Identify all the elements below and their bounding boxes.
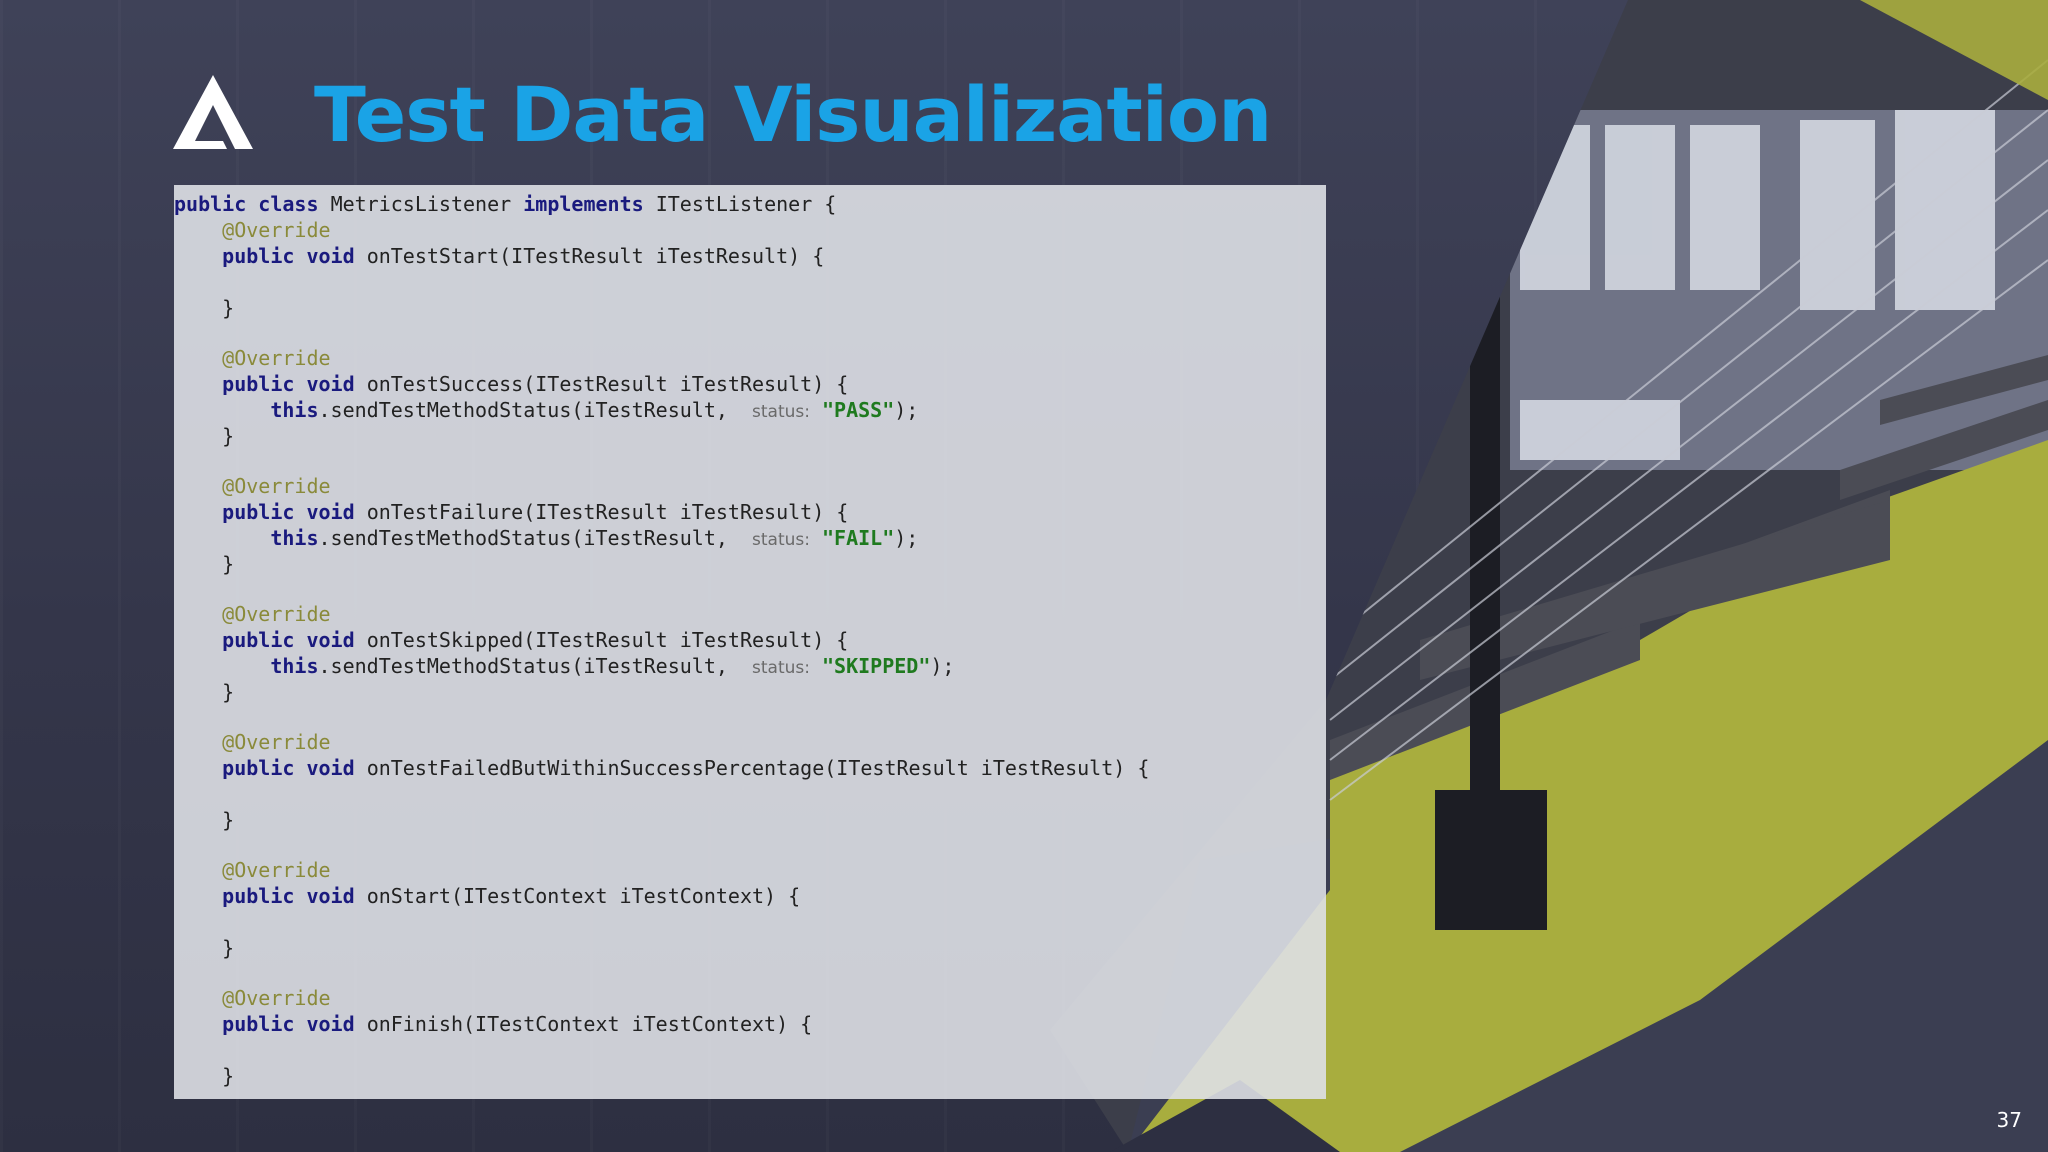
annotation-line: @Override: [222, 602, 331, 626]
annotation-line: @Override: [222, 730, 331, 754]
method-signature-line: public void onTestSkipped(ITestResult iT…: [222, 628, 849, 652]
method-body-line: this.sendTestMethodStatus(iTestResult, s…: [270, 526, 919, 550]
annotation-line: @Override: [222, 986, 331, 1010]
method-body-line: this.sendTestMethodStatus(iTestResult, s…: [270, 398, 919, 422]
method-signature-line: public void onTestSuccess(ITestResult iT…: [222, 372, 849, 396]
closing-brace-line: }: [222, 1064, 235, 1088]
annotation-line: @Override: [222, 858, 331, 882]
closing-brace-line: }: [222, 296, 235, 320]
annotation-line: @Override: [222, 474, 331, 498]
company-logo: [173, 75, 253, 149]
slide-title: Test Data Visualization: [314, 70, 1272, 159]
class-declaration-line: public class MetricsListener implements …: [174, 192, 837, 216]
method-signature-line: public void onTestFailedButWithinSuccess…: [222, 756, 1150, 780]
closing-brace-line: }: [222, 936, 235, 960]
method-signature-line: public void onStart(ITestContext iTestCo…: [222, 884, 801, 908]
closing-brace-line: }: [222, 680, 235, 704]
closing-brace-line: }: [222, 424, 235, 448]
method-signature-line: public void onTestStart(ITestResult iTes…: [222, 244, 825, 268]
closing-brace-line: }: [222, 552, 235, 576]
annotation-line: @Override: [222, 218, 331, 242]
page-number: 37: [1996, 1108, 2022, 1132]
code-snippet-panel: public class MetricsListener implements …: [174, 185, 1326, 1099]
method-signature-line: public void onFinish(ITestContext iTestC…: [222, 1012, 813, 1036]
method-body-line: this.sendTestMethodStatus(iTestResult, s…: [270, 654, 955, 678]
method-signature-line: public void onTestFailure(ITestResult iT…: [222, 500, 849, 524]
closing-brace-line: }: [222, 808, 235, 832]
annotation-line: @Override: [222, 346, 331, 370]
